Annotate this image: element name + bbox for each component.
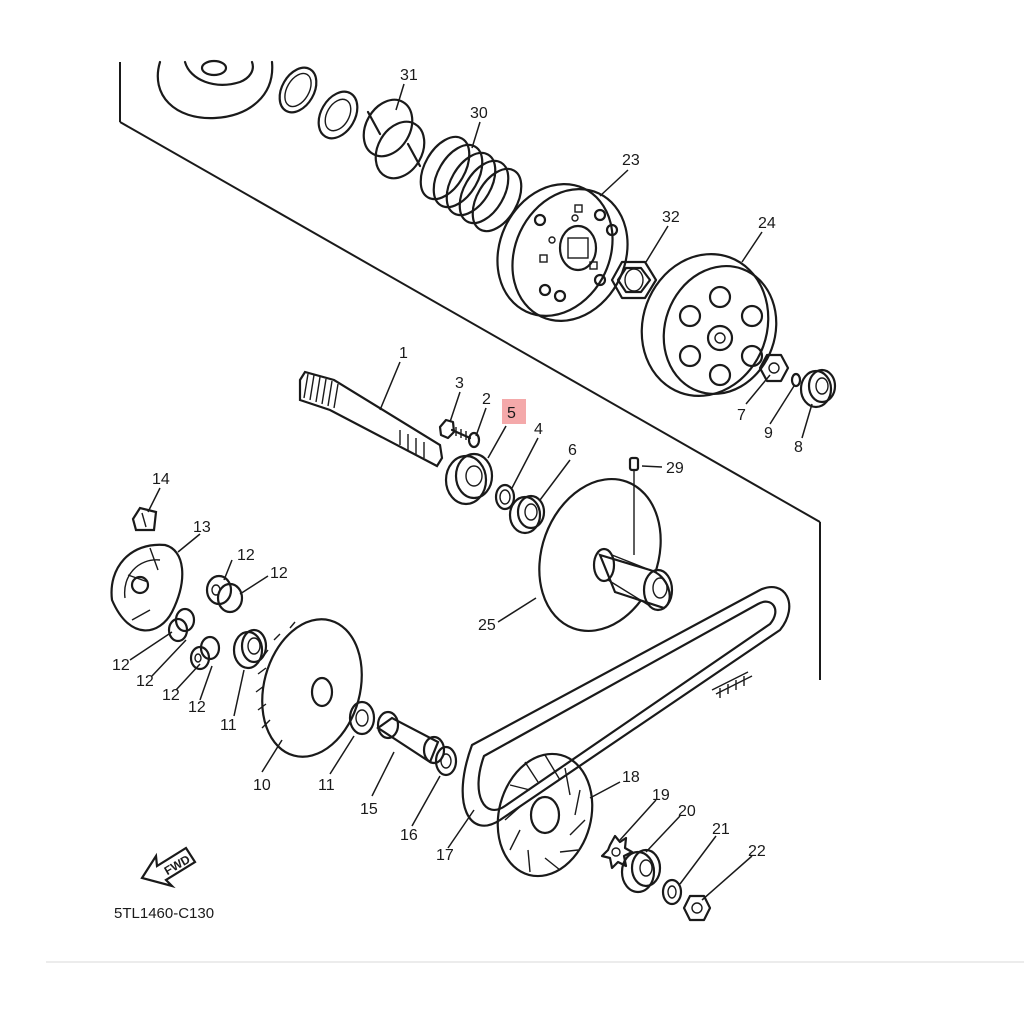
washer-9 [790,372,802,388]
drive-shaft-1 [298,370,444,468]
primary-sheave-10 [255,618,363,758]
slider-14 [131,506,158,532]
callout-9: 9 [764,425,773,442]
clutch-carrier-23 [496,183,629,322]
washer-2 [467,431,481,449]
clutch-housing-partial [156,59,274,120]
ratchet-19 [600,834,634,870]
callout-13: 13 [193,519,211,536]
callout-12c: 12 [112,657,130,674]
callout-2: 2 [482,391,491,408]
oil-seal-11b [348,700,376,736]
callout-31: 31 [400,67,418,84]
cam-plate-13 [110,543,184,632]
leader-lines [129,83,813,901]
callout-12f: 12 [188,699,206,716]
callout-12d: 12 [136,673,154,690]
callout-21: 21 [712,821,730,838]
callout-12b: 12 [270,565,288,582]
diagram-code: 5TL1460-C130 [114,905,214,922]
collar-15 [376,710,446,765]
callout-24: 24 [758,215,776,232]
callout-11a: 11 [220,717,237,734]
clutch-nut-32 [610,260,658,300]
forward-arrow-icon: FWD [140,846,197,889]
callout-11b: 11 [318,777,335,794]
callout-12e: 12 [162,687,180,704]
callout-5: 5 [507,405,516,422]
callout-23: 23 [622,152,640,169]
fan-sheave-18 [496,752,594,878]
highlight-box [502,399,526,424]
callout-30: 30 [470,105,488,122]
callout-labels: 31 30 23 32 24 1 3 2 5 4 6 7 9 8 29 14 1… [112,67,803,864]
callout-8: 8 [794,439,803,456]
bolt-3 [438,418,472,440]
clutch-bell-24 [640,252,778,398]
secondary-sheave-25 [538,477,674,633]
callout-10: 10 [253,777,271,794]
callout-20: 20 [678,803,696,820]
callout-3: 3 [455,375,464,392]
weight-roller-12b [167,607,196,643]
weight-roller-12c [189,635,221,671]
oil-seal-6 [508,494,546,535]
bearing-5 [444,452,494,506]
callout-22: 22 [748,843,766,860]
compression-spring-30 [419,135,523,233]
weight-roller-12 [205,574,244,614]
callout-4: 4 [534,421,543,438]
pin-29 [628,456,640,555]
diagram-frame [119,62,821,680]
callout-29: 29 [666,460,684,477]
callout-12a: 12 [237,547,255,564]
callout-17: 17 [436,847,454,864]
callout-18: 18 [622,769,640,786]
callout-15: 15 [360,801,378,818]
callout-19: 19 [652,787,670,804]
circlip-4 [494,483,516,511]
bearing-8 [799,368,837,409]
callout-14: 14 [152,471,170,488]
oil-seal-11 [232,628,268,670]
kick-pulley-20 [620,848,662,894]
nut-22 [682,894,712,922]
o-ring [278,66,318,114]
callout-7: 7 [737,407,746,424]
callout-16: 16 [400,827,418,844]
v-belt [461,586,791,827]
callout-25: 25 [478,617,496,634]
washer-21 [661,878,683,906]
collar-ring [317,90,359,140]
callout-6: 6 [568,442,577,459]
nut-7 [758,353,790,383]
callout-32: 32 [662,209,680,226]
spring-seat-31 [362,98,426,180]
washer-16 [434,745,458,777]
callout-1: 1 [399,345,408,362]
